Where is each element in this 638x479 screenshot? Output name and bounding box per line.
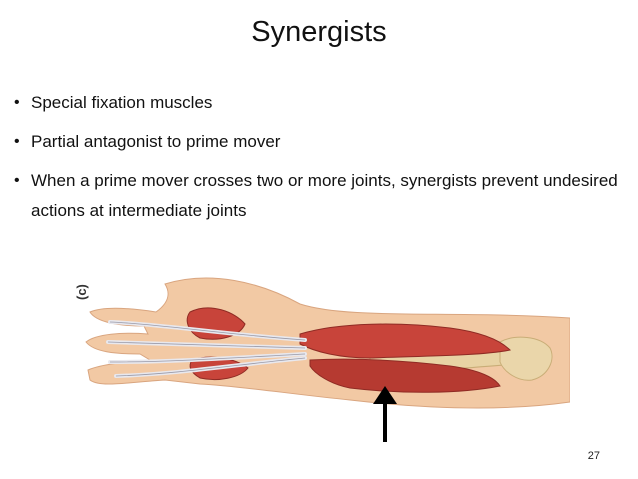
flexor-muscle-upper xyxy=(299,323,512,359)
page-number: 27 xyxy=(587,450,600,462)
bullet-item: • When a prime mover crosses two or more… xyxy=(14,166,624,226)
bullet-dot-icon: • xyxy=(14,172,20,189)
elbow-bone xyxy=(499,336,553,381)
bullet-text: When a prime mover crosses two or more j… xyxy=(31,171,618,220)
bullet-item: • Partial antagonist to prime mover xyxy=(14,127,624,157)
bullet-item: • Special fixation muscles xyxy=(14,88,624,118)
bullet-text: Special fixation muscles xyxy=(31,93,213,112)
forearm-muscle-illustration: (c) xyxy=(70,262,570,447)
bullet-list: • Special fixation muscles • Partial ant… xyxy=(14,88,624,235)
bullet-dot-icon: • xyxy=(14,133,20,150)
tendon-outlines xyxy=(107,321,306,377)
flexor-muscle-lower xyxy=(309,358,501,393)
up-arrow-icon xyxy=(373,386,397,442)
figure-label: (c) xyxy=(74,284,89,300)
bullet-text: Partial antagonist to prime mover xyxy=(31,132,281,151)
bullet-dot-icon: • xyxy=(14,94,20,111)
forearm-svg: (c) xyxy=(74,277,570,442)
slide-title: Synergists xyxy=(251,16,387,48)
